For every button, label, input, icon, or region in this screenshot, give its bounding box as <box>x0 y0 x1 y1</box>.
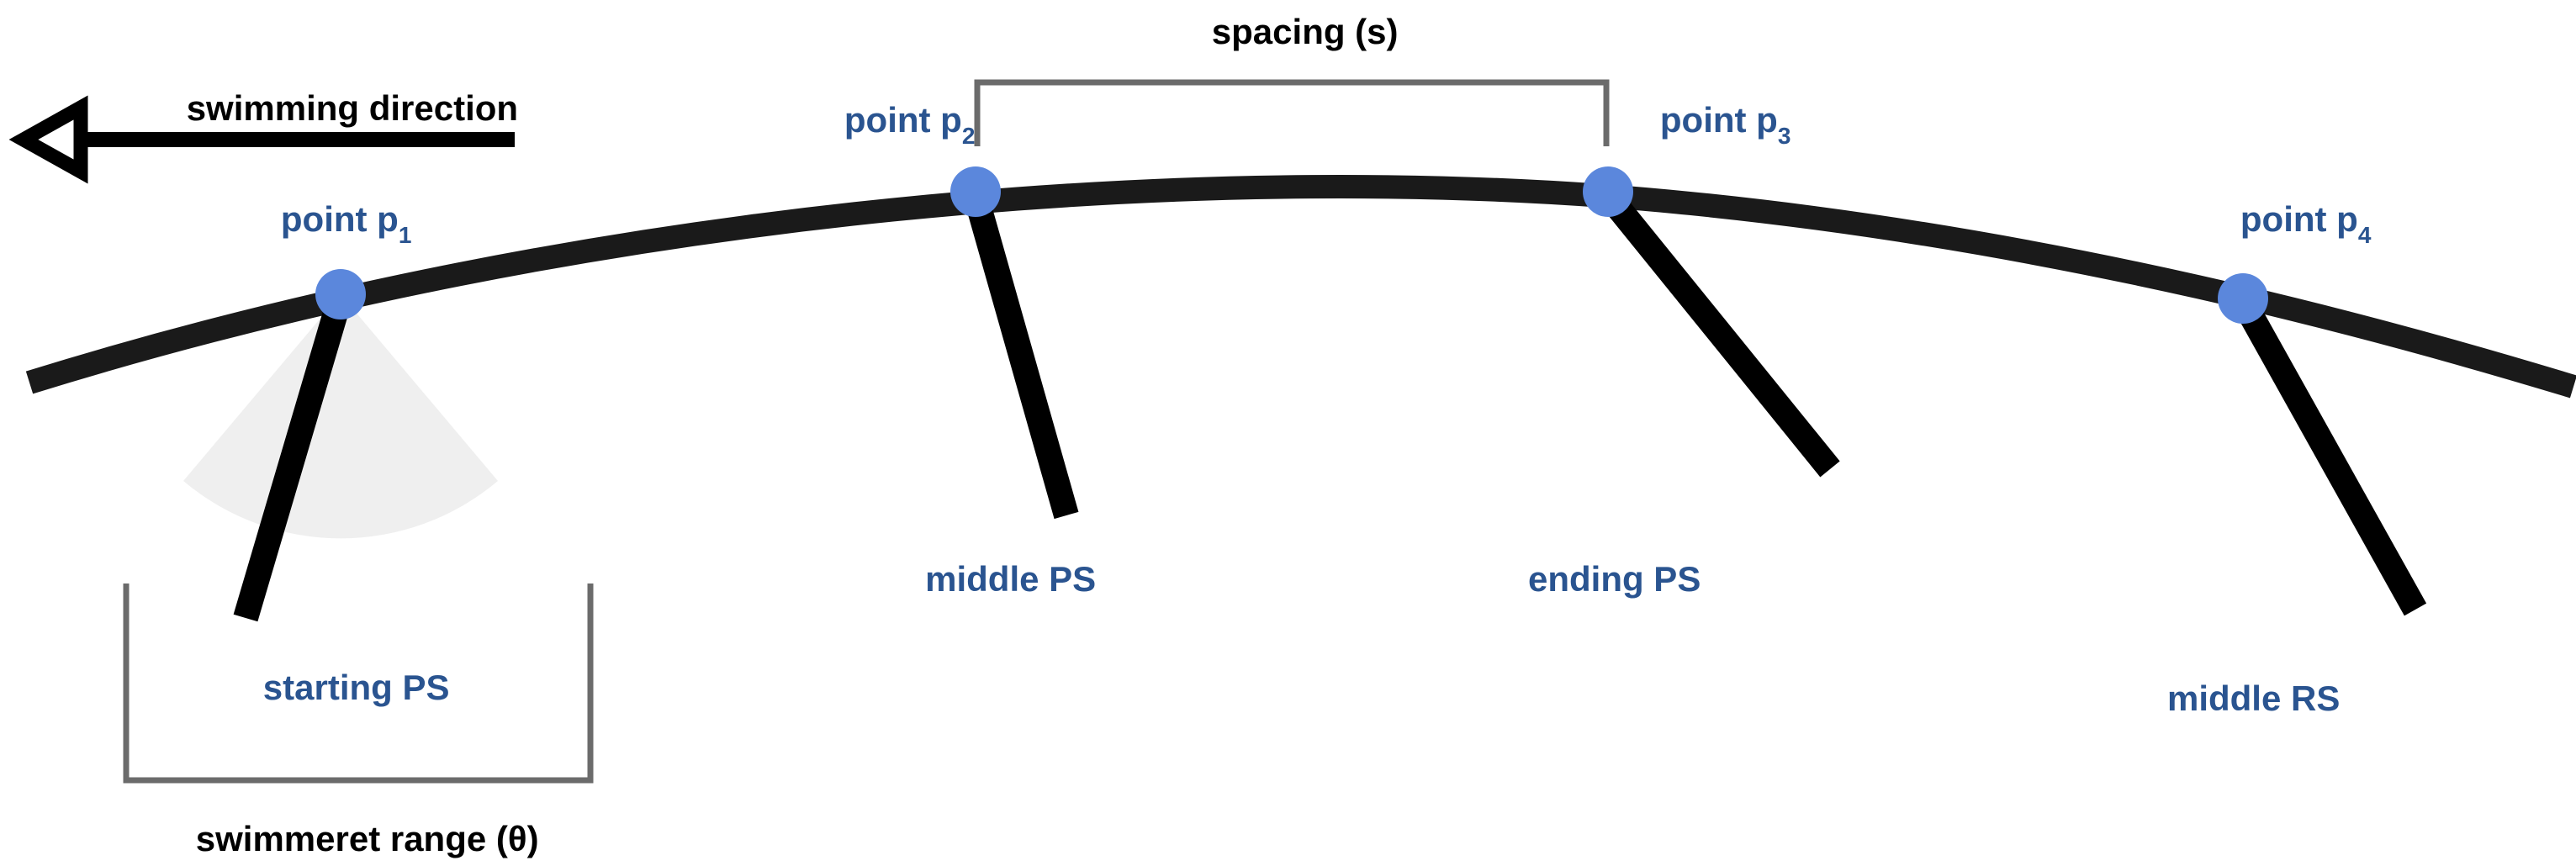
point-p2-label-text: point p <box>844 100 962 140</box>
spacing-bracket <box>974 79 1610 146</box>
point-p1-label-text: point p <box>281 199 399 239</box>
starting-ps-label: starting PS <box>194 668 499 707</box>
point-p3-label-subscript: 3 <box>1778 123 1791 149</box>
point-p3-label: point p3 <box>1591 100 1840 151</box>
point-p4-marker[interactable] <box>2218 273 2268 324</box>
point-p4-label: point p4 <box>2171 199 2420 251</box>
swimmeret-p1 <box>233 292 353 622</box>
point-p4-label-text: point p <box>2240 199 2358 239</box>
swimming-direction-arrow <box>8 95 515 184</box>
middle-rs-label: middle RS <box>2098 679 2388 718</box>
swimmeret-p3 <box>1598 187 1840 478</box>
point-p2-label-subscript: 2 <box>962 123 976 149</box>
point-p3-label-text: point p <box>1660 100 1778 140</box>
swimmeret-range-label: swimmeret range (θ) <box>127 819 588 858</box>
point-p1-marker[interactable] <box>315 269 366 319</box>
point-p4-label-subscript: 4 <box>2358 222 2372 248</box>
point-p2-marker[interactable] <box>950 166 1001 217</box>
middle-ps-label: middle PS <box>856 559 1145 599</box>
swimming-direction-arrow-head-icon <box>8 95 88 184</box>
point-p1-label-subscript: 1 <box>399 222 412 248</box>
swimmeret-range-bracket <box>123 583 594 784</box>
ending-ps-label: ending PS <box>1459 559 1749 599</box>
spacing-label: spacing (s) <box>1143 12 1447 51</box>
swimmeret-range-wedge <box>183 294 498 539</box>
swimmeret-p4 <box>2231 294 2427 616</box>
body-curve <box>25 175 2576 399</box>
point-p2-label: point p2 <box>775 100 1024 151</box>
swimmeret-p2 <box>963 191 1079 520</box>
point-p3-marker[interactable] <box>1583 166 1633 217</box>
swimming-direction-label: swimming direction <box>118 88 567 128</box>
point-p1-label: point p1 <box>212 199 461 251</box>
